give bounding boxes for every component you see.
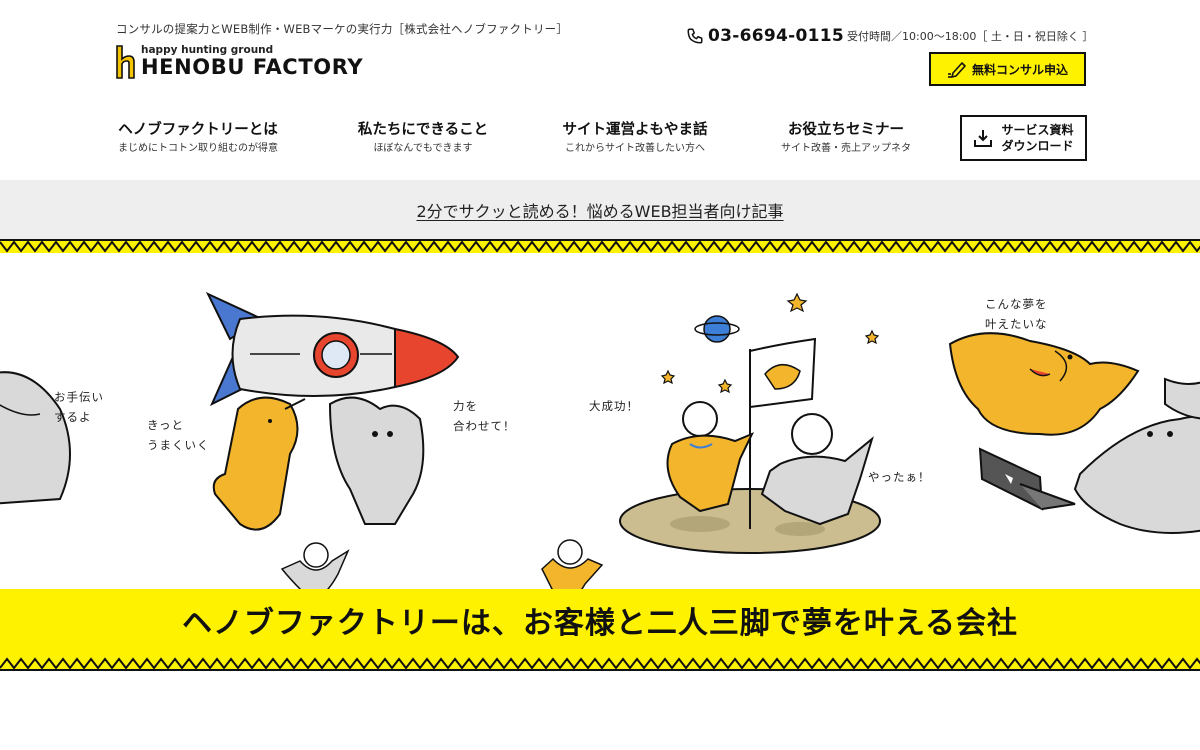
nav-item-subtitle: ほぼなんでもできます (373, 143, 473, 154)
pencil-icon (947, 62, 966, 78)
nav-item-seminar[interactable]: お役立ちセミナー サイト改善・売上アップネタ (768, 119, 924, 157)
gorilla-astronaut-character-icon (760, 413, 874, 526)
star-icons (660, 292, 880, 394)
nav-item-subtitle: サイト改善・売上アップネタ (781, 143, 911, 154)
download-label: サービス資料 ダウンロード (1001, 123, 1074, 153)
nav-item-stories[interactable]: サイト運営よもやま話 これからサイト改善したい方へ (552, 119, 718, 157)
phone-icon (687, 28, 703, 44)
note-dream: こんな夢を 叶えたいな (985, 297, 1048, 331)
dreaming-dog-character-icon (948, 332, 1140, 436)
hero-illustration (0, 239, 1200, 671)
note-success: 大成功！ (589, 399, 639, 413)
nav-item-subtitle: まじめにトコトン取り組むのが得意 (118, 143, 278, 154)
nav-item-services[interactable]: 私たちにできること ほぼなんでもできます (340, 119, 506, 157)
hero-headline: ヘノブファクトリーは、お客様と二人三脚で夢を叶える会社 (181, 606, 1019, 641)
site-header: コンサルの提案力とWEB制作・WEBマーケの実行力［株式会社ヘノブファクトリー］… (0, 0, 1200, 180)
top-zigzag-icon (0, 240, 1200, 253)
dog-astronaut-character-icon (666, 401, 755, 513)
nav-item-about[interactable]: ヘノブファクトリーとは まじめにトコトン取り組むのが得意 (112, 119, 284, 157)
article-notice-link[interactable]: 2分でサクッと読める！悩めるWEB担当者向け記事 (416, 201, 784, 221)
bottom-zigzag-band (0, 651, 1200, 671)
laptop-icon (978, 447, 1076, 511)
note-together: 力を 合わせて！ (453, 399, 516, 433)
business-hours: 受付時間／10:00〜18:00［ 土・日・祝日除く ］ (847, 30, 1094, 43)
gorilla-right-character-icon (1073, 377, 1200, 534)
note-did-it: やったぁ！ (868, 470, 931, 484)
download-icon (974, 130, 993, 147)
logo-name: HENOBU FACTORY (141, 55, 364, 79)
site-logo[interactable]: happy hunting ground HENOBU FACTORY (114, 43, 404, 83)
flag-icon (749, 337, 817, 529)
rocket-icon (205, 291, 460, 407)
planet-icon (694, 315, 740, 343)
header-tagline: コンサルの提案力とWEB制作・WEBマーケの実行力［株式会社ヘノブファクトリー］ (116, 22, 569, 36)
nav-item-subtitle: これからサイト改善したい方へ (565, 143, 705, 154)
small-gorilla-astronaut-icon (280, 542, 350, 598)
nav-item-title: ヘノブファクトリーとは (118, 122, 278, 138)
phone-contact[interactable]: 03-6694-0115 (686, 25, 844, 47)
phone-number: 03-6694-0115 (708, 26, 844, 46)
logo-subtitle: happy hunting ground (141, 44, 274, 56)
nav-item-title: お役立ちセミナー (788, 122, 904, 138)
gorilla-lifting-character-icon (328, 396, 425, 525)
free-consult-label: 無料コンサル申込 (971, 62, 1068, 77)
service-document-download-button[interactable]: サービス資料 ダウンロード (960, 115, 1087, 161)
hero-section: お手伝い するよ きっと うまくいく 力を 合わせて！ 大成功！ やったぁ！ こ… (0, 239, 1200, 675)
gorilla-left-character-icon (0, 371, 71, 505)
nav-item-title: サイト運営よもやま話 (562, 122, 708, 138)
free-consult-button[interactable]: 無料コンサル申込 (929, 52, 1086, 86)
note-surely: きっと うまくいく (147, 418, 210, 452)
dog-lifting-character-icon (212, 396, 306, 531)
hero-headline-band: ヘノブファクトリーは、お客様と二人三脚で夢を叶える会社 (0, 589, 1200, 651)
bottom-zigzag-icon (0, 657, 1200, 670)
nav-item-title: 私たちにできること (357, 122, 489, 138)
note-help: お手伝い するよ (54, 390, 104, 424)
logo-h-mark-icon (116, 45, 135, 79)
article-notice-bar: 2分でサクッと読める！悩めるWEB担当者向け記事 (0, 180, 1200, 239)
